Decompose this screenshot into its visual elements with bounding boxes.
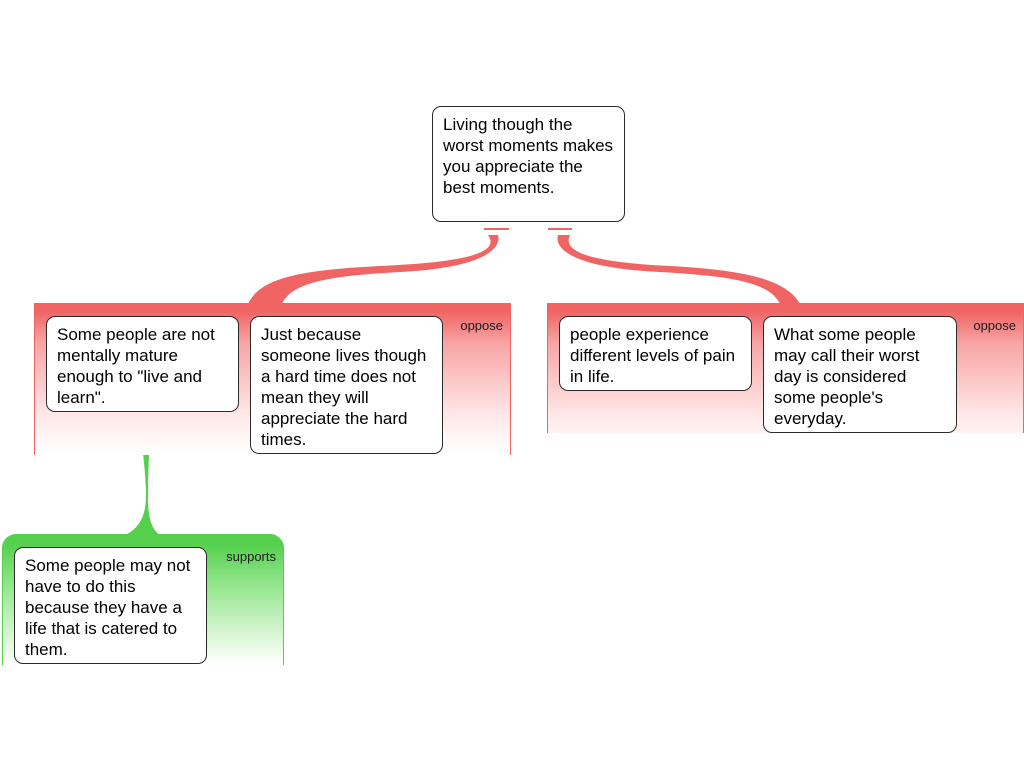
support-text: Some people may not have to do this beca… [25,556,191,659]
objection-text: Some people are not mentally mature enou… [57,325,215,407]
supports-group-label: supports [226,549,276,564]
objection-text: Just because someone lives though a hard… [261,325,427,449]
objection-card[interactable]: people experience different levels of pa… [559,316,752,391]
objection-text: people experience different levels of pa… [570,325,736,386]
support-card[interactable]: Some people may not have to do this beca… [14,547,207,664]
oppose-group-left-label: oppose [460,318,503,333]
objection-card[interactable]: Just because someone lives though a hard… [250,316,443,454]
objection-text: What some people may call their worst da… [774,325,920,428]
root-claim-card[interactable]: Living though the worst moments makes yo… [432,106,625,222]
objection-card[interactable]: Some people are not mentally mature enou… [46,316,239,412]
objection-card[interactable]: What some people may call their worst da… [763,316,957,433]
root-claim-text: Living though the worst moments makes yo… [443,115,614,197]
oppose-group-right-label: oppose [973,318,1016,333]
oppose-link-left [248,235,499,304]
oppose-link-right [557,235,800,304]
